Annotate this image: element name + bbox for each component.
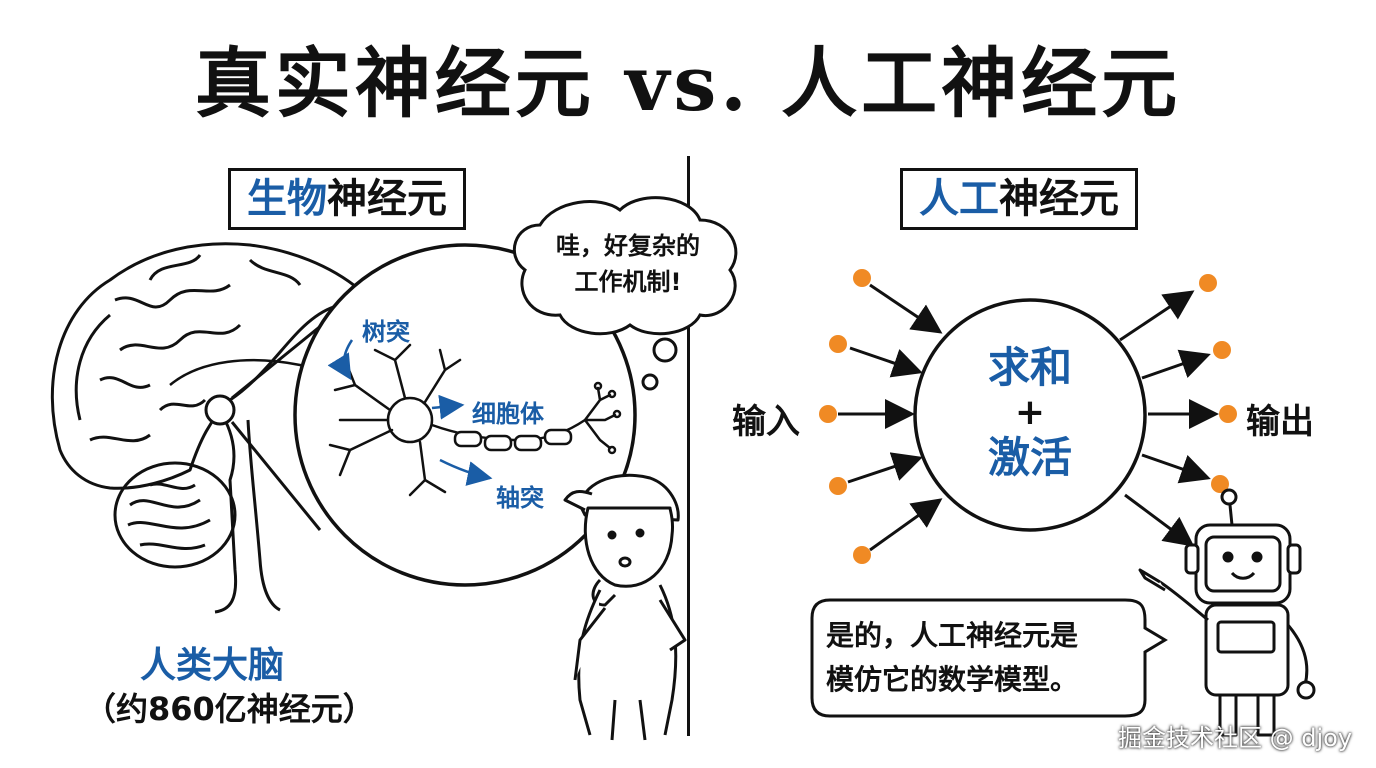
- speech-line-1: 是的，人工神经元是: [826, 619, 1079, 652]
- thought-line-2: 工作机制!: [574, 268, 682, 296]
- sum-label: 求和: [987, 343, 1072, 392]
- page-title: 真实神经元 vs. 人工神经元: [0, 22, 1376, 132]
- neuron-illustration: [328, 343, 622, 497]
- artificial-neuron-title: 人工神经元: [900, 168, 1138, 230]
- center-divider: [687, 156, 690, 736]
- biological-neuron-title: 生物神经元: [228, 168, 466, 230]
- soma-label: 细胞体: [472, 400, 544, 428]
- orange-nodes: [819, 269, 1237, 564]
- plus-sign: +: [1014, 392, 1046, 433]
- neuron-core-text: 求和 + 激活: [930, 340, 1130, 486]
- input-connections: [838, 283, 943, 552]
- watermark: 掘金技术社区 @ djoy: [1118, 724, 1353, 752]
- thought-bubble: [512, 196, 738, 391]
- speech-text: 是的，人工神经元是 模仿它的数学模型。: [826, 614, 1136, 702]
- output-connections: [1119, 290, 1219, 547]
- speech-bubble: [810, 598, 1168, 718]
- boy-character: [563, 473, 687, 741]
- artificial-neuron-node: [913, 298, 1147, 532]
- input-label: 输入: [732, 402, 800, 442]
- speech-line-2: 模仿它的数学模型。: [826, 663, 1079, 696]
- title-vs: vs.: [594, 39, 782, 128]
- title-black-part: 神经元: [327, 176, 447, 222]
- title-blue-part: 人工: [919, 176, 999, 222]
- thought-text: 哇，好复杂的 工作机制!: [528, 228, 728, 300]
- dendrite-label: 树突: [362, 318, 410, 346]
- axon-label: 轴突: [496, 484, 544, 512]
- brain-label: 人类大脑: [140, 645, 285, 686]
- title-blue-part: 生物: [247, 176, 327, 222]
- robot-character: [1138, 488, 1316, 737]
- magnifier-circle: [293, 243, 637, 587]
- output-label: 输出: [1246, 402, 1314, 442]
- thought-line-1: 哇，好复杂的: [556, 232, 700, 260]
- title-black-part: 神经元: [999, 176, 1119, 222]
- brain-neuron-count: （约860亿神经元）: [84, 690, 375, 728]
- activation-label: 激活: [987, 433, 1072, 482]
- title-right: 人工神经元: [781, 39, 1182, 128]
- title-left: 真实神经元: [194, 39, 595, 128]
